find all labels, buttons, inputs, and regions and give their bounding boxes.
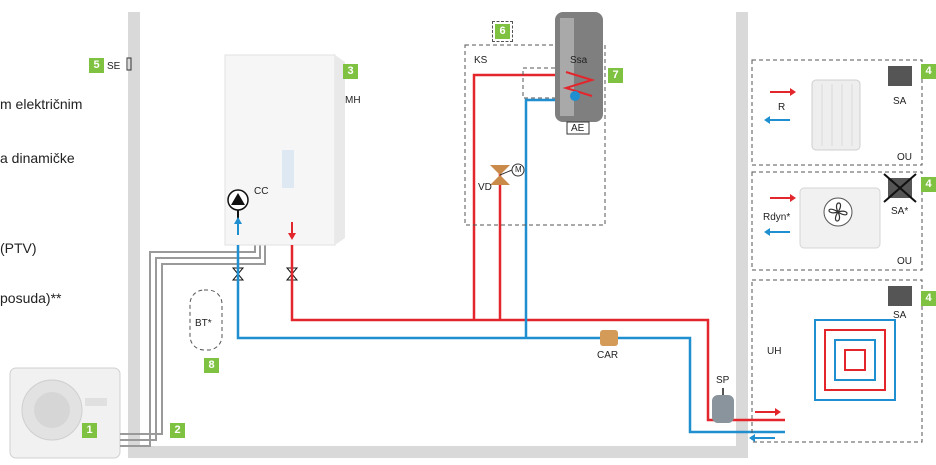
underfloor-spiral [814,319,896,401]
dhw-tank [555,12,603,135]
right-wall [736,12,748,458]
label-car: CAR [597,350,619,361]
badge-4a: 4 [921,64,936,79]
outdoor-unit [9,367,121,459]
label-se: SE [107,61,121,72]
valve-vd [490,163,525,185]
left-text-0: m električnim [0,96,83,112]
badge-4c: 4 [921,291,936,306]
label-ou-2: OU [897,256,912,267]
badge-3: 3 [343,64,358,79]
badge-1: 1 [82,423,97,438]
hot-pipes [290,73,785,422]
label-sa-2: SA* [891,206,909,217]
badge-7: 7 [608,68,623,83]
label-bt: BT* [195,318,212,329]
label-r: R [778,102,786,113]
label-sa-3: SA [893,310,907,321]
room-thermostats [883,66,917,306]
badge-5: 5 [89,58,104,73]
label-cc: CC [254,186,269,197]
mh-unit [224,54,345,246]
label-m: M [515,165,522,174]
car-coupler [600,330,618,346]
badge-2: 2 [170,423,185,438]
left-text-1: a dinamičke [0,150,75,166]
left-wall [128,12,140,458]
label-rdyn: Rdyn* [763,212,791,223]
cold-pipes [236,98,785,434]
label-ou-1: OU [897,152,912,163]
label-sp: SP [716,375,730,386]
sp-vessel [712,388,734,423]
label-ssa: Ssa [570,55,588,66]
label-ks: KS [474,55,488,66]
label-vd: VD [478,182,492,193]
left-text-2: (PTV) [0,240,37,256]
badge-6: 6 [492,21,513,42]
se-sensor [126,57,132,71]
label-sa-1: SA [893,96,907,107]
label-uh: UH [767,346,782,357]
label-ae: AE [571,123,585,134]
room-arrows [749,88,796,442]
radiator [811,79,861,151]
fan-coil [799,187,881,249]
badge-4b: 4 [921,177,936,192]
left-text-3: posuda)** [0,290,62,306]
badge-8: 8 [204,358,219,373]
floor-wall [128,446,748,458]
label-mh: MH [345,95,361,106]
